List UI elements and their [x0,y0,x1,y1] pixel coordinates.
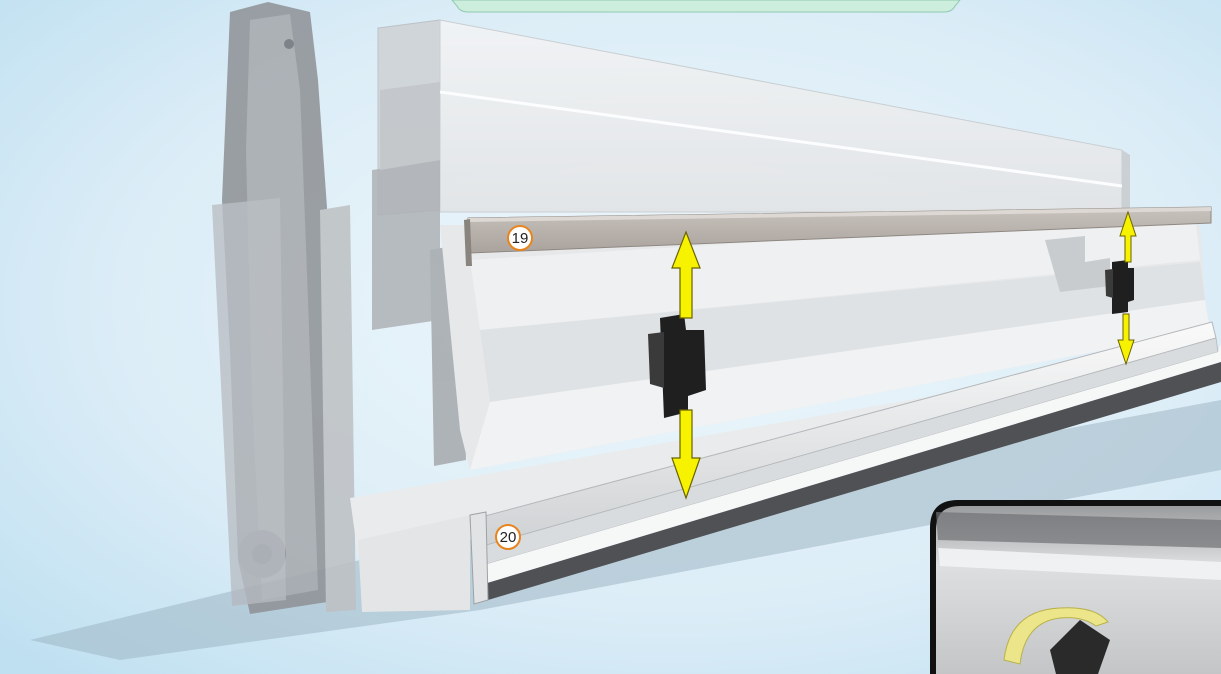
callout-20-label: 20 [500,529,517,546]
callout-19-label: 19 [512,230,529,247]
clip-left [648,314,706,418]
top-bar [464,206,1212,266]
detail-inset [930,500,1221,674]
rotate-arrow-icon [1003,607,1109,665]
clip-right [1105,260,1134,314]
double-headed-arrow-icon [671,230,701,500]
double-headed-arrow-icon [1117,210,1137,366]
callout-19: 19 [507,225,533,251]
header-tab [451,0,961,13]
callout-20: 20 [495,524,521,550]
end-cap-bracket [212,2,466,614]
bottom-rail [469,321,1221,605]
